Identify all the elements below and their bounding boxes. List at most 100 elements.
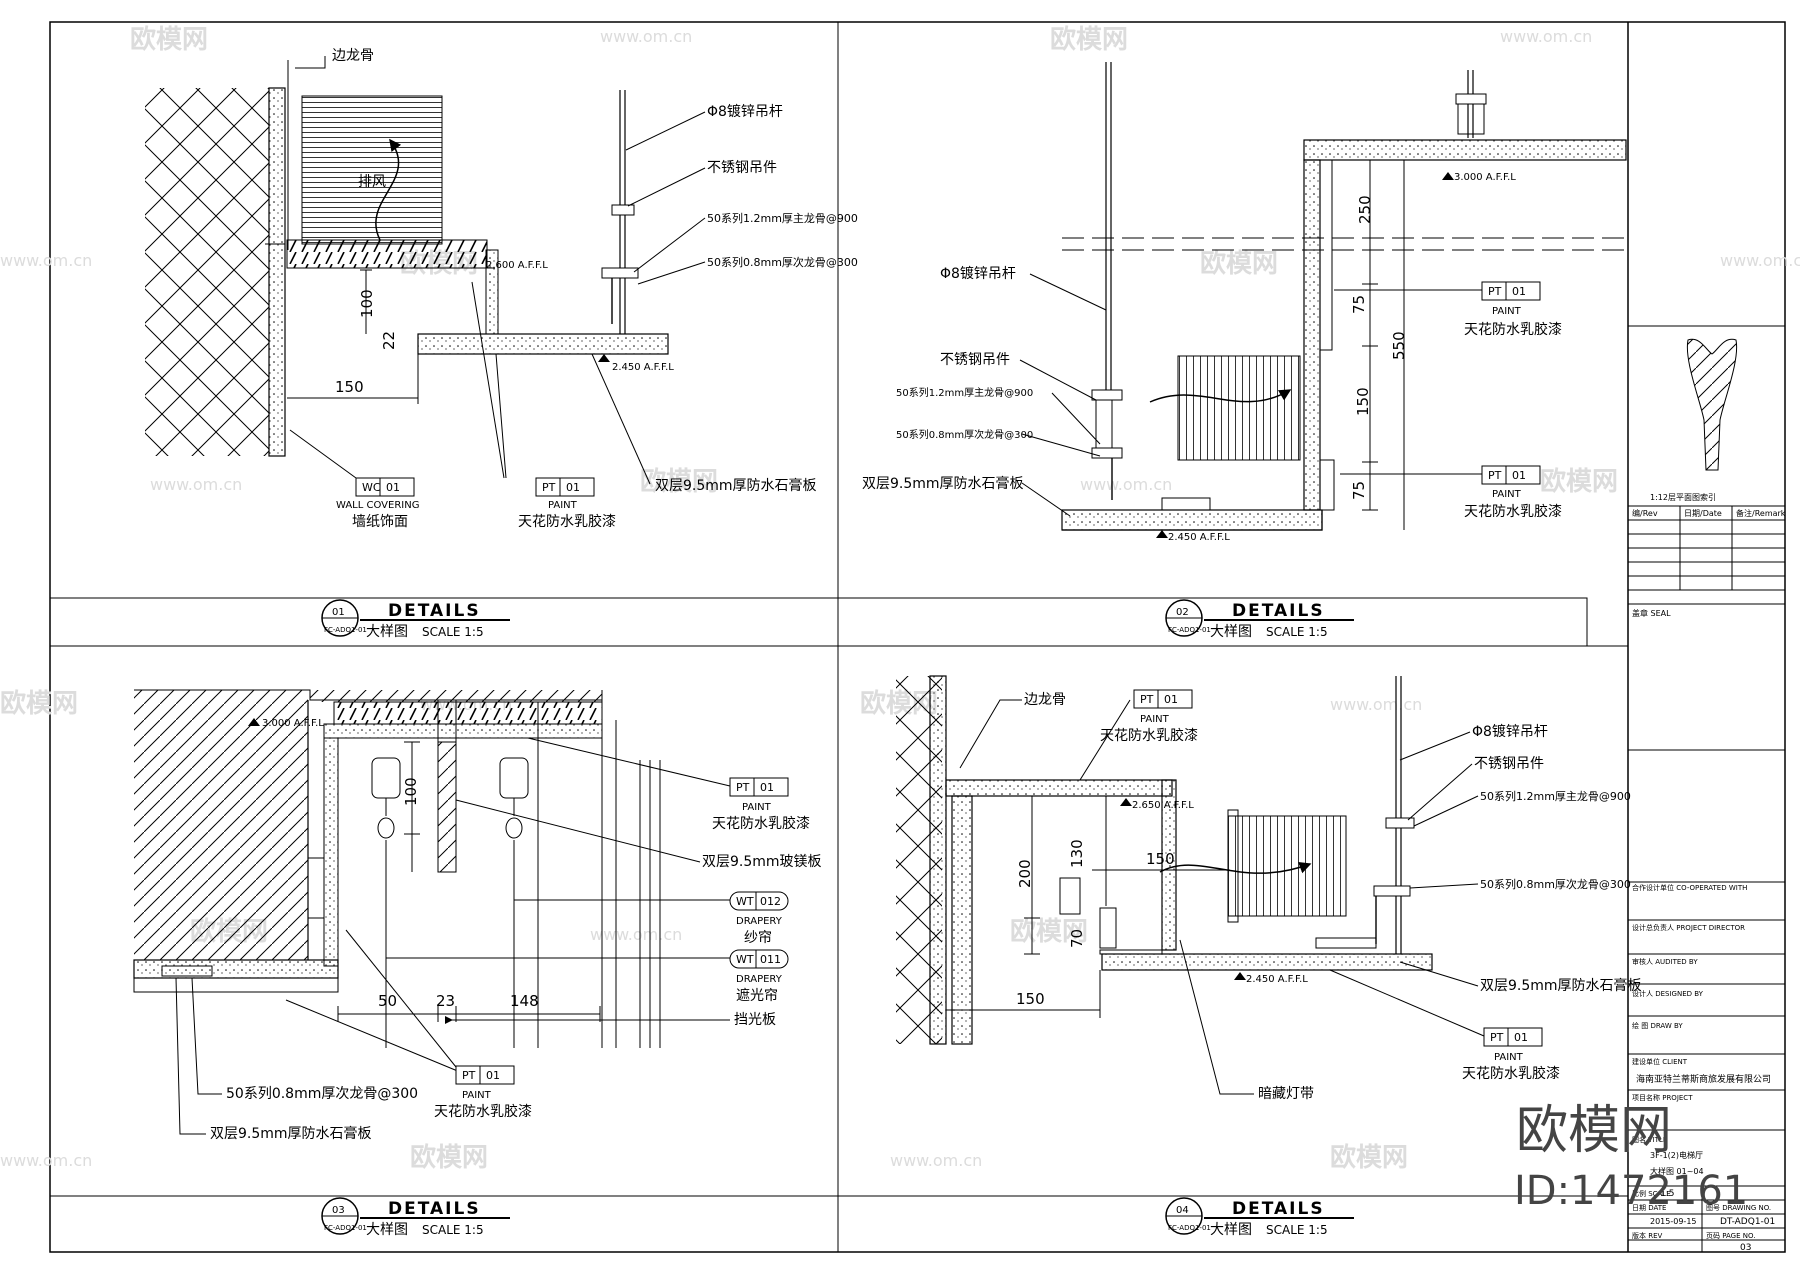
svg-text:大样图 01~04: 大样图 01~04 (1650, 1166, 1704, 1176)
svg-text:日期/Date: 日期/Date (1684, 509, 1722, 518)
concrete-hatch (134, 690, 308, 960)
label-main-keel: 50系列1.2mm厚主龙骨@900 (1480, 789, 1631, 803)
svg-text:PAINT: PAINT (1140, 714, 1170, 725)
exhaust-grille (1177, 355, 1301, 461)
svg-text:大样图: 大样图 (1210, 1222, 1252, 1238)
pt-cn: 天花防水乳胶漆 (518, 513, 616, 530)
label-edge-keel: 边龙骨 (1024, 692, 1066, 708)
svg-text:图名 TITLE: 图名 TITLE (1632, 1135, 1667, 1144)
svg-text:2015-09-15: 2015-09-15 (1650, 1217, 1697, 1226)
dim-22: 22 (380, 331, 398, 350)
svg-text:04: 04 (1176, 1205, 1189, 1216)
watermark-brand: 欧模网 (130, 24, 208, 55)
dim-150b: 150 (1016, 990, 1045, 1008)
svg-text:DRAPERY: DRAPERY (736, 974, 783, 985)
dim-75a: 75 (1350, 295, 1368, 314)
watermark-url: www.om.cn (1080, 475, 1172, 494)
dim-148: 148 (510, 992, 539, 1010)
elev-2450: 2.450 A.F.F.L (1246, 974, 1308, 985)
wc-en: WALL COVERING (336, 500, 419, 511)
svg-text:DRAPERY: DRAPERY (736, 916, 783, 927)
svg-text:01: 01 (332, 607, 345, 618)
label-board: 双层9.5mm厚防水石膏板 (862, 475, 1024, 492)
svg-text:012: 012 (760, 895, 781, 908)
svg-text:编/Rev: 编/Rev (1632, 508, 1658, 518)
svg-text:遮光帘: 遮光帘 (736, 988, 778, 1004)
watermark-url: www.om.cn (590, 925, 682, 944)
svg-text:天花防水乳胶漆: 天花防水乳胶漆 (1100, 727, 1198, 744)
tag-pt (1481, 281, 1541, 301)
label-mgo: 双层9.5mm玻镁板 (702, 854, 822, 870)
gypsum-board (133, 959, 339, 979)
svg-text:设计总负责人 PROJECT DIRECTOR: 设计总负责人 PROJECT DIRECTOR (1632, 923, 1745, 932)
label-board: 双层9.5mm厚防水石膏板 (1480, 977, 1642, 994)
svg-text:天花防水乳胶漆: 天花防水乳胶漆 (434, 1103, 532, 1120)
watermark-brand: 欧模网 (1200, 248, 1278, 279)
watermark-brand: 欧模网 (410, 1142, 488, 1173)
label-main-keel: 50系列1.2mm厚主龙骨@900 (707, 211, 858, 225)
svg-text:PAINT: PAINT (462, 1090, 492, 1101)
elev-2650: 2.650 A.F.F.L (1132, 800, 1194, 811)
svg-text:DETAILS: DETAILS (388, 1199, 481, 1219)
tag-wt11 (729, 949, 789, 969)
svg-text:01: 01 (566, 481, 580, 494)
label-board: 双层9.5mm厚防水石膏板 (655, 477, 817, 494)
svg-text:大样图: 大样图 (1210, 624, 1252, 640)
label-hanger: 不锈钢吊件 (940, 352, 1010, 368)
tag-pt (455, 1065, 515, 1085)
sheet-frame (49, 21, 1786, 1253)
dim-75b: 75 (1350, 481, 1368, 500)
svg-text:PT: PT (1488, 285, 1502, 298)
svg-text:天花防水乳胶漆: 天花防水乳胶漆 (1464, 321, 1562, 338)
detail-02: 250 75 150 75 550 3.000 A.F.F.L 2.450 A.… (862, 62, 1627, 543)
svg-text:设计人 DESIGNED BY: 设计人 DESIGNED BY (1632, 989, 1704, 998)
elev-3000: 3.000 A.F.F.L (262, 718, 324, 729)
label-hanger: 不锈钢吊件 (1474, 756, 1544, 772)
dim-550: 550 (1390, 331, 1408, 360)
tag-pt (1483, 1027, 1543, 1047)
curtain-runner (371, 757, 401, 799)
dim-100: 100 (358, 289, 376, 318)
svg-text:建设单位 CLIENT: 建设单位 CLIENT (1632, 1057, 1688, 1066)
svg-text:PAINT: PAINT (742, 802, 772, 813)
elev-2450: 2.450 A.F.F.L (612, 362, 674, 373)
wc-cn: 墙纸饰面 (352, 514, 408, 530)
exhaust-label: 排风 (358, 174, 386, 190)
svg-text:SCALE 1:5: SCALE 1:5 (1266, 1223, 1328, 1237)
ceiling-trim (286, 239, 488, 269)
svg-text:01: 01 (386, 481, 400, 494)
dim-100: 100 (402, 777, 420, 806)
gypsum-board (1061, 509, 1323, 531)
svg-text:备注/Remark: 备注/Remark (1736, 508, 1786, 518)
svg-text:PT: PT (1490, 1031, 1504, 1044)
svg-text:比例 SCALE: 比例 SCALE (1632, 1189, 1671, 1198)
svg-text:01: 01 (486, 1069, 500, 1082)
svg-text:3F-1(2)电梯厅: 3F-1(2)电梯厅 (1650, 1150, 1703, 1160)
svg-text:03: 03 (332, 1205, 345, 1216)
svg-text:03: 03 (1740, 1243, 1751, 1253)
watermark-brand: 欧模网 (0, 688, 78, 719)
label-main-keel: 50系列1.2mm厚主龙骨@900 (896, 386, 1033, 399)
watermark-url: www.om.cn (1330, 695, 1422, 714)
svg-text:项目名称 PROJECT: 项目名称 PROJECT (1632, 1093, 1693, 1102)
svg-text:天花防水乳胶漆: 天花防水乳胶漆 (1464, 503, 1562, 520)
svg-text:日期 DATE: 日期 DATE (1632, 1204, 1666, 1212)
pt-en: PAINT (548, 500, 578, 511)
svg-text:绘 图 DRAW BY: 绘 图 DRAW BY (1632, 1021, 1683, 1030)
svg-text:PT: PT (1140, 693, 1154, 706)
svg-text:FC-ADQ1-01: FC-ADQ1-01 (324, 626, 367, 634)
detail-03: 3.000 A.F.F.L 100 50 23 148 PT 01 PAINT … (133, 689, 822, 1142)
label-rod: Φ8镀锌吊杆 (940, 265, 1016, 282)
svg-text:01: 01 (760, 781, 774, 794)
exhaust-grille (301, 95, 443, 245)
svg-text:01: 01 (1512, 285, 1526, 298)
tag-pt (1133, 689, 1193, 709)
svg-text:DETAILS: DETAILS (1232, 601, 1325, 621)
watermark-badge: 欧模网 ID:1472161 (1514, 1101, 1748, 1214)
watermark-url: www.om.cn (0, 251, 92, 270)
svg-text:FC-ADQ1-01: FC-ADQ1-01 (1168, 1224, 1211, 1232)
detail-title-01: 01 FC-ADQ1-01 DETAILS 大样图 SCALE 1:5 (321, 599, 510, 640)
tag-pt (1481, 465, 1541, 485)
elev-3000: 3.000 A.F.F.L (1454, 172, 1516, 183)
svg-text:页码 PAGE NO.: 页码 PAGE NO. (1706, 1232, 1755, 1240)
